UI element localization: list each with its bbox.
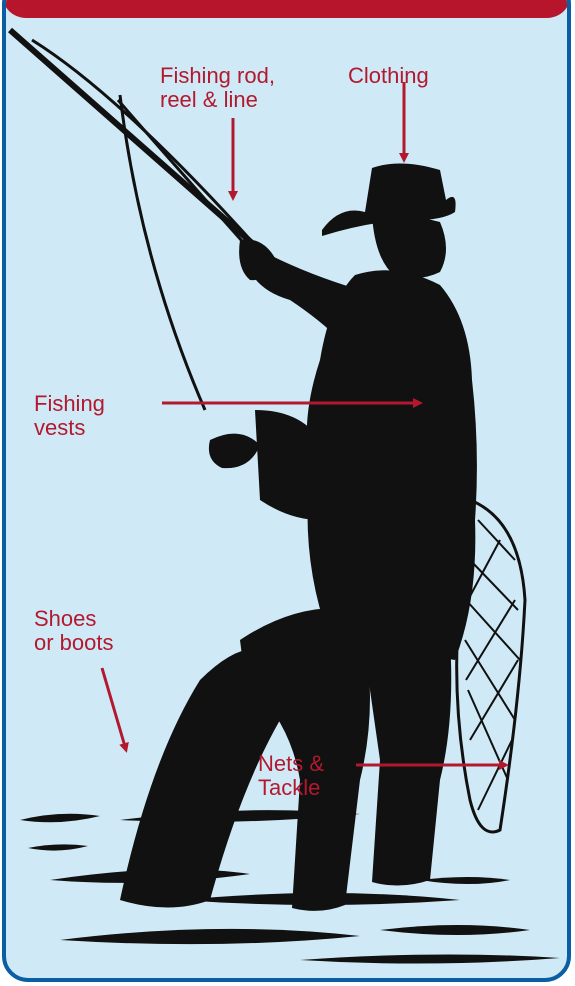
label-fishing-rod: Fishing rod, reel & line bbox=[160, 64, 275, 112]
label-clothing: Clothing bbox=[348, 64, 429, 88]
label-shoes-boots: Shoes or boots bbox=[34, 607, 114, 655]
shoes-arrow bbox=[102, 668, 126, 750]
water-ripples bbox=[20, 810, 560, 963]
label-fishing-vests: Fishing vests bbox=[34, 392, 105, 440]
label-nets-tackle: Nets & Tackle bbox=[258, 752, 324, 800]
